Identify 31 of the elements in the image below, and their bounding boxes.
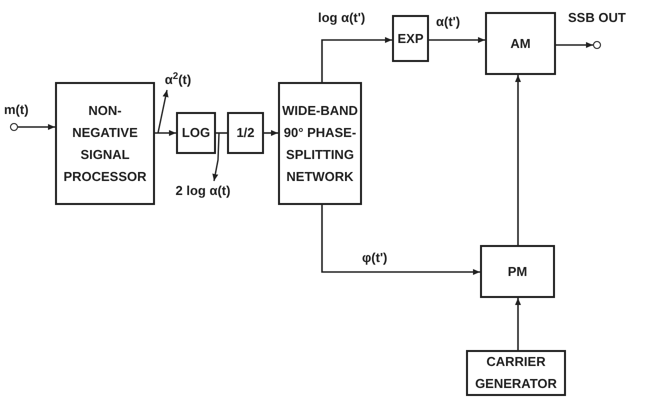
terminal-label: SSB OUT	[568, 9, 626, 27]
connector-arrow	[155, 130, 176, 136]
connector-arrow	[515, 75, 521, 245]
block-box	[392, 15, 429, 62]
connector-arrow	[264, 130, 278, 136]
block-label: NON- NEGATIVE SIGNAL PROCESSOR	[62, 102, 148, 186]
leader-line	[157, 90, 168, 134]
connector-arrow	[556, 42, 593, 48]
connector-arrow	[515, 298, 521, 350]
leader-line	[212, 132, 220, 182]
block-box	[278, 82, 362, 205]
block-label: WIDE-BAND 90° PHASE- SPLITTING NETWORK	[281, 102, 359, 186]
block-box	[227, 112, 264, 154]
block-box	[466, 350, 566, 396]
block-box	[176, 112, 216, 154]
block-box	[485, 12, 556, 75]
block-box	[480, 245, 555, 298]
block-label: EXP	[396, 30, 424, 48]
terminal-label: m(t)	[4, 101, 29, 119]
block-label: LOG	[180, 124, 212, 142]
block-label: 1/2	[235, 124, 256, 142]
signal-label: α$^{2}$(t)	[164, 70, 192, 90]
block-label: PM	[506, 262, 528, 280]
block-label: AM	[509, 34, 532, 52]
connector-arrow	[321, 205, 480, 275]
connector-arrow	[321, 37, 392, 82]
connector-arrow	[18, 124, 55, 130]
connector-arrow	[429, 37, 485, 43]
signal-label: 2 log α(t)	[176, 182, 230, 200]
block-label: CARRIER GENERATOR	[474, 353, 558, 393]
block-box	[55, 82, 155, 205]
